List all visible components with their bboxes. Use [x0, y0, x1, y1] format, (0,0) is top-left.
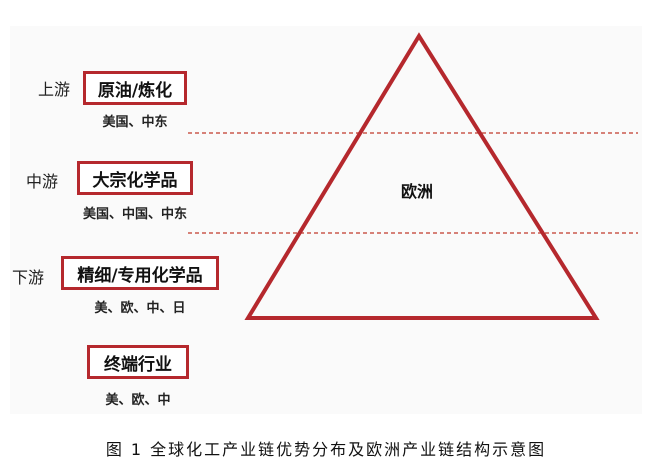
regions-terminal: 美、欧、中 [105, 393, 171, 408]
regions-downstream: 美、欧、中、日 [94, 301, 186, 316]
figure-caption: 图 1 全球化工产业链优势分布及欧洲产业链结构示意图 [105, 440, 547, 459]
product-box-midstream: 大宗化学品 [77, 161, 193, 195]
regions-midstream: 美国、中国、中东 [82, 207, 187, 222]
product-box-upstream: 原油/炼化 [83, 71, 187, 105]
stage-label-midstream: 中游 [26, 172, 59, 191]
triangle-label: 欧洲 [401, 182, 434, 201]
stage-label-downstream: 下游 [12, 268, 45, 287]
regions-upstream: 美国、中东 [102, 115, 168, 130]
europe-triangle [244, 32, 600, 320]
product-box-terminal: 终端行业 [87, 345, 189, 379]
product-box-downstream: 精细/专用化学品 [61, 256, 219, 290]
stage-label-upstream: 上游 [38, 80, 71, 99]
